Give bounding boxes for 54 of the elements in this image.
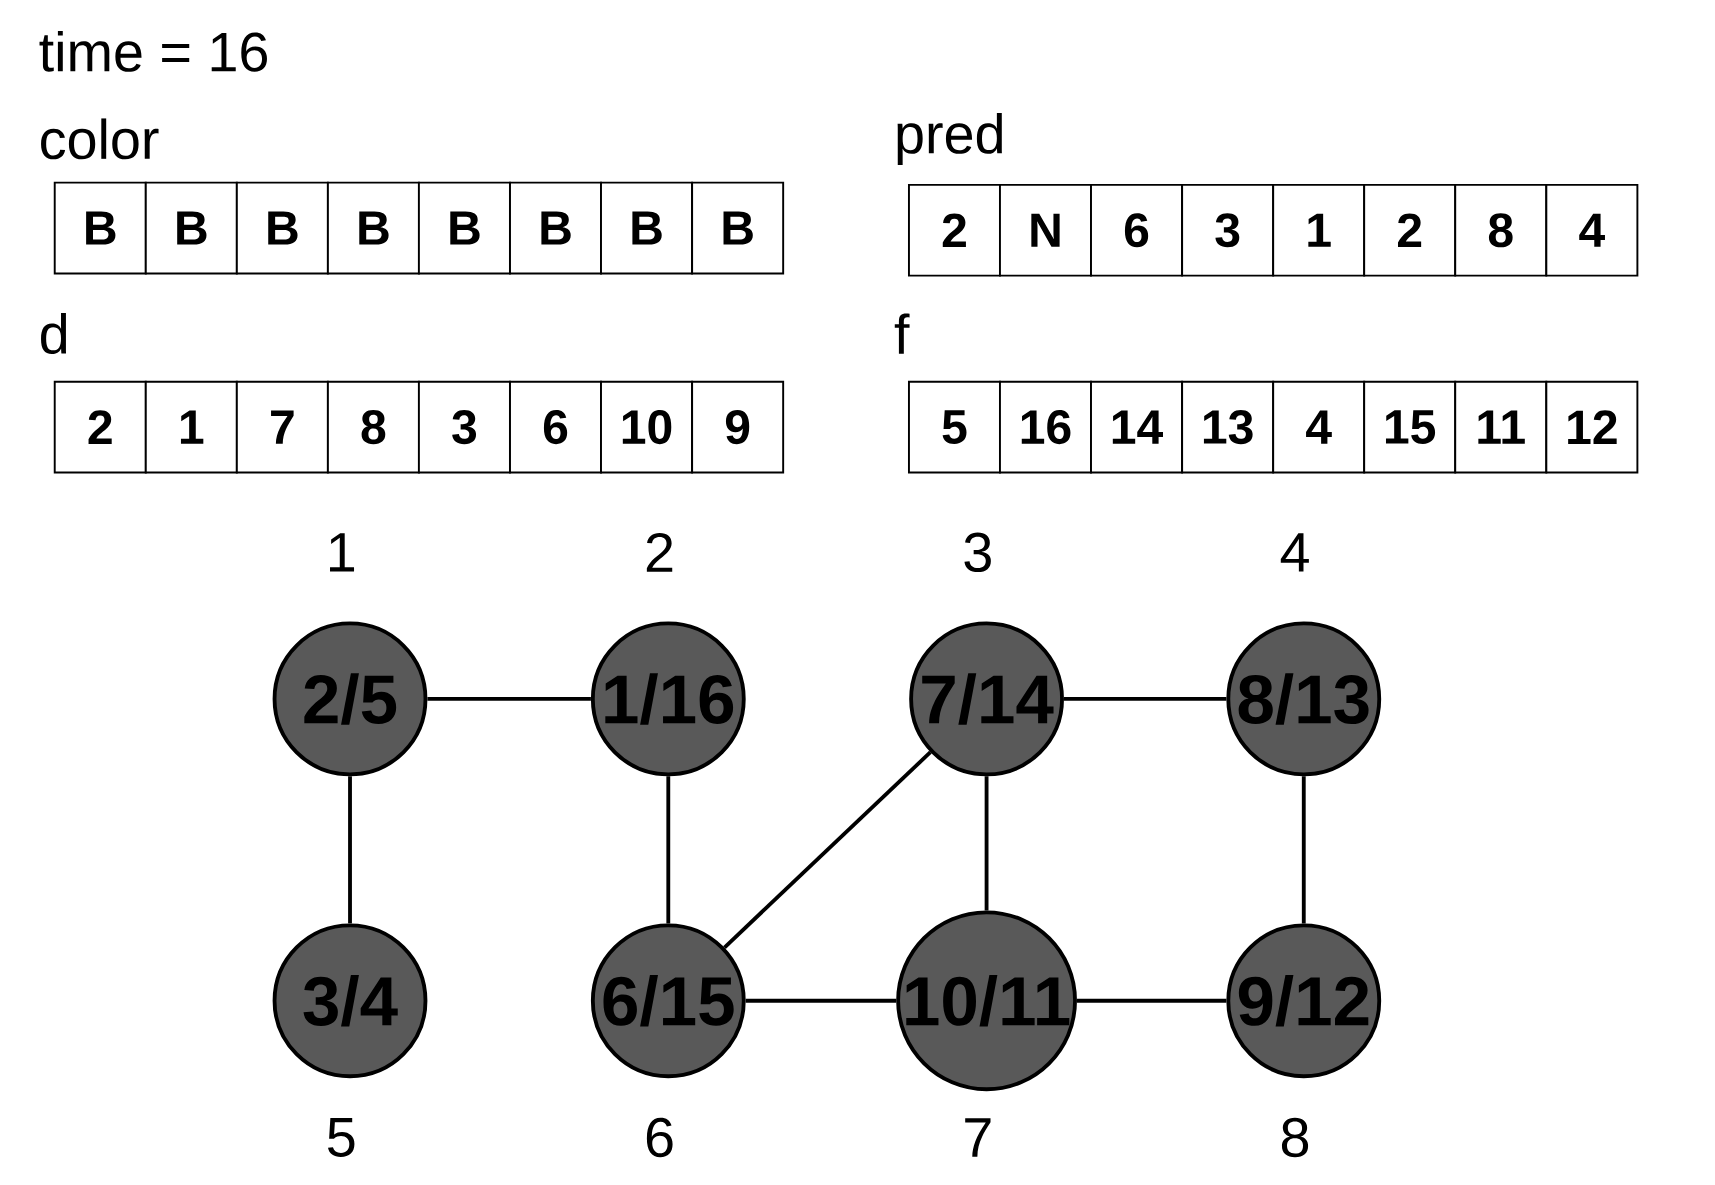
table-cell: 5 (908, 381, 1001, 474)
table-cell: B (509, 181, 602, 275)
table-cell: 1 (1272, 184, 1366, 277)
table-cell: 3 (1181, 184, 1275, 277)
vertex-number: 7 (965, 1118, 991, 1157)
table-cell: 8 (1454, 184, 1548, 277)
vertex-number: 8 (1281, 1118, 1309, 1158)
vertex-number: 5 (328, 1118, 355, 1158)
vertex-number: 1 (330, 533, 355, 572)
edge-line (666, 776, 671, 924)
table-cell: 12 (1545, 381, 1639, 474)
table-cell: B (235, 181, 329, 275)
label: time = 16 (39, 31, 267, 73)
table-cell: B (326, 181, 420, 275)
table-cell: 8 (326, 381, 420, 474)
edge-line (745, 999, 897, 1003)
table-cell: 16 (999, 381, 1092, 474)
table-cell: B (417, 181, 511, 275)
table-cell: 2 (1363, 184, 1457, 277)
table-cell: B (600, 181, 693, 275)
edge-line (723, 751, 932, 950)
edge-line (1076, 999, 1227, 1003)
table-cell: 2 (53, 381, 147, 474)
edge-line (1063, 697, 1227, 702)
label: d (41, 313, 67, 355)
table-cell: 6 (1090, 184, 1183, 277)
vertex-number: 6 (646, 1118, 673, 1158)
vertex-number: 4 (1280, 533, 1309, 572)
table-cell: N (999, 184, 1092, 277)
table-cell: 4 (1272, 381, 1366, 474)
edge-line (348, 776, 352, 924)
table-cell: 3 (417, 381, 511, 474)
table-cell: 1 (144, 381, 238, 474)
table-cell: 10 (600, 381, 693, 474)
label: color (41, 118, 159, 160)
table-cell: 6 (509, 381, 602, 474)
table-cell: 11 (1454, 381, 1548, 474)
label: pred (897, 113, 1002, 166)
table-cell: 14 (1090, 381, 1183, 474)
edge-line (427, 697, 591, 702)
vertex-number: 3 (964, 532, 991, 573)
table-cell: B (144, 181, 238, 275)
table-cell: B (53, 181, 147, 275)
table-cell: 9 (691, 381, 785, 474)
vertex-number: 2 (646, 533, 673, 573)
edge-line (1301, 776, 1306, 924)
table-cell: 2 (908, 184, 1001, 277)
label: f (894, 313, 910, 354)
edge-line (984, 776, 989, 911)
table-cell: 7 (235, 381, 329, 474)
table-cell: 13 (1181, 381, 1275, 474)
table-cell: 4 (1545, 184, 1639, 277)
table-cell: B (691, 181, 785, 275)
table-cell: 15 (1363, 381, 1457, 474)
